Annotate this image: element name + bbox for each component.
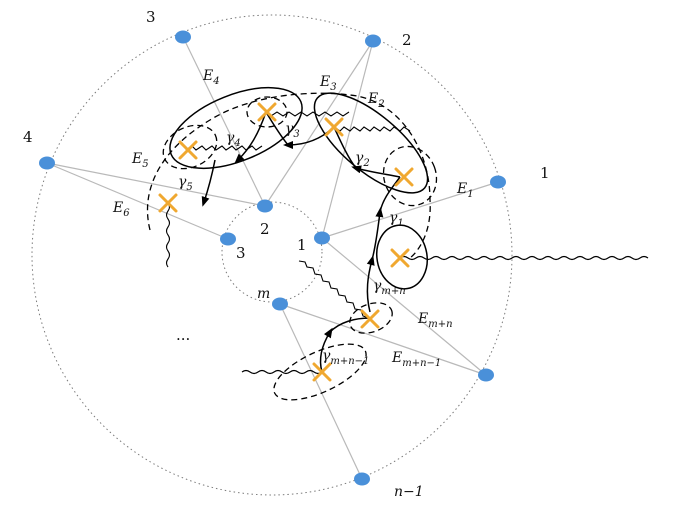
edge-label-6: E6 bbox=[112, 200, 130, 219]
outer-label-4: 4 bbox=[23, 128, 33, 146]
cross-marker bbox=[158, 193, 178, 213]
edge-label-2: E2 bbox=[367, 91, 385, 110]
ellipsis-label: ... bbox=[176, 326, 190, 344]
node-outer-2 bbox=[365, 34, 381, 48]
outer-dotted-circle bbox=[31, 14, 513, 496]
edge-label-m-n: Em+n bbox=[417, 311, 453, 330]
cross-marker bbox=[394, 167, 414, 187]
edge-label-m-n-1: Em+n−1 bbox=[391, 350, 441, 369]
gamma-labels: γ1 γ2 γ3 γ4 γ5 γm+n γm+n−1 bbox=[178, 121, 406, 367]
cross-marker bbox=[324, 117, 344, 137]
cross-marker bbox=[390, 248, 410, 268]
gamma-label-4: γ4 bbox=[226, 130, 241, 149]
inner-label-2: 2 bbox=[260, 220, 270, 238]
cross-marker bbox=[178, 140, 198, 160]
edge-labels: E1 E2 E3 E4 E5 E6 Em+n Em+n−1 bbox=[112, 68, 474, 369]
edge-label-3: E3 bbox=[319, 74, 337, 93]
node-outer-3 bbox=[175, 30, 191, 44]
gamma-label-m-n-1: γm+n−1 bbox=[322, 348, 369, 367]
inner-label-m: m bbox=[257, 286, 270, 302]
gamma-label-1: γ1 bbox=[389, 210, 404, 229]
inner-dotted-circle bbox=[221, 201, 323, 303]
inner-label-1: 1 bbox=[297, 236, 307, 254]
node-outer-e bbox=[478, 368, 494, 382]
node-labels: 1 2 3 4 n−1 1 2 3 m ... bbox=[23, 8, 550, 500]
nodes bbox=[39, 30, 506, 486]
outer-label-1: 1 bbox=[540, 164, 550, 182]
node-inner-3 bbox=[220, 232, 236, 246]
cross-marker bbox=[360, 309, 380, 329]
gamma-label-3: γ3 bbox=[285, 121, 300, 140]
cross-marker bbox=[312, 362, 332, 382]
node-outer-n-1 bbox=[354, 472, 370, 486]
inner-label-3: 3 bbox=[236, 244, 246, 262]
node-outer-4 bbox=[39, 156, 55, 170]
node-inner-2 bbox=[257, 199, 273, 213]
cross-marker bbox=[257, 102, 277, 122]
edges bbox=[46, 36, 499, 480]
node-inner-m bbox=[272, 297, 288, 311]
node-inner-1 bbox=[314, 231, 330, 245]
outer-label-2: 2 bbox=[402, 31, 412, 49]
gamma-label-5: γ5 bbox=[178, 174, 193, 193]
edge-label-5: E5 bbox=[131, 151, 149, 170]
outer-label-n-1: n−1 bbox=[394, 484, 424, 500]
edge-label-1: E1 bbox=[456, 181, 474, 200]
cross-markers bbox=[158, 102, 414, 382]
outer-label-3: 3 bbox=[146, 8, 156, 26]
edge-label-4: E4 bbox=[202, 68, 220, 87]
gamma-label-m-n: γm+n bbox=[373, 278, 406, 297]
node-outer-1 bbox=[490, 175, 506, 189]
gamma-label-2: γ2 bbox=[355, 150, 370, 169]
